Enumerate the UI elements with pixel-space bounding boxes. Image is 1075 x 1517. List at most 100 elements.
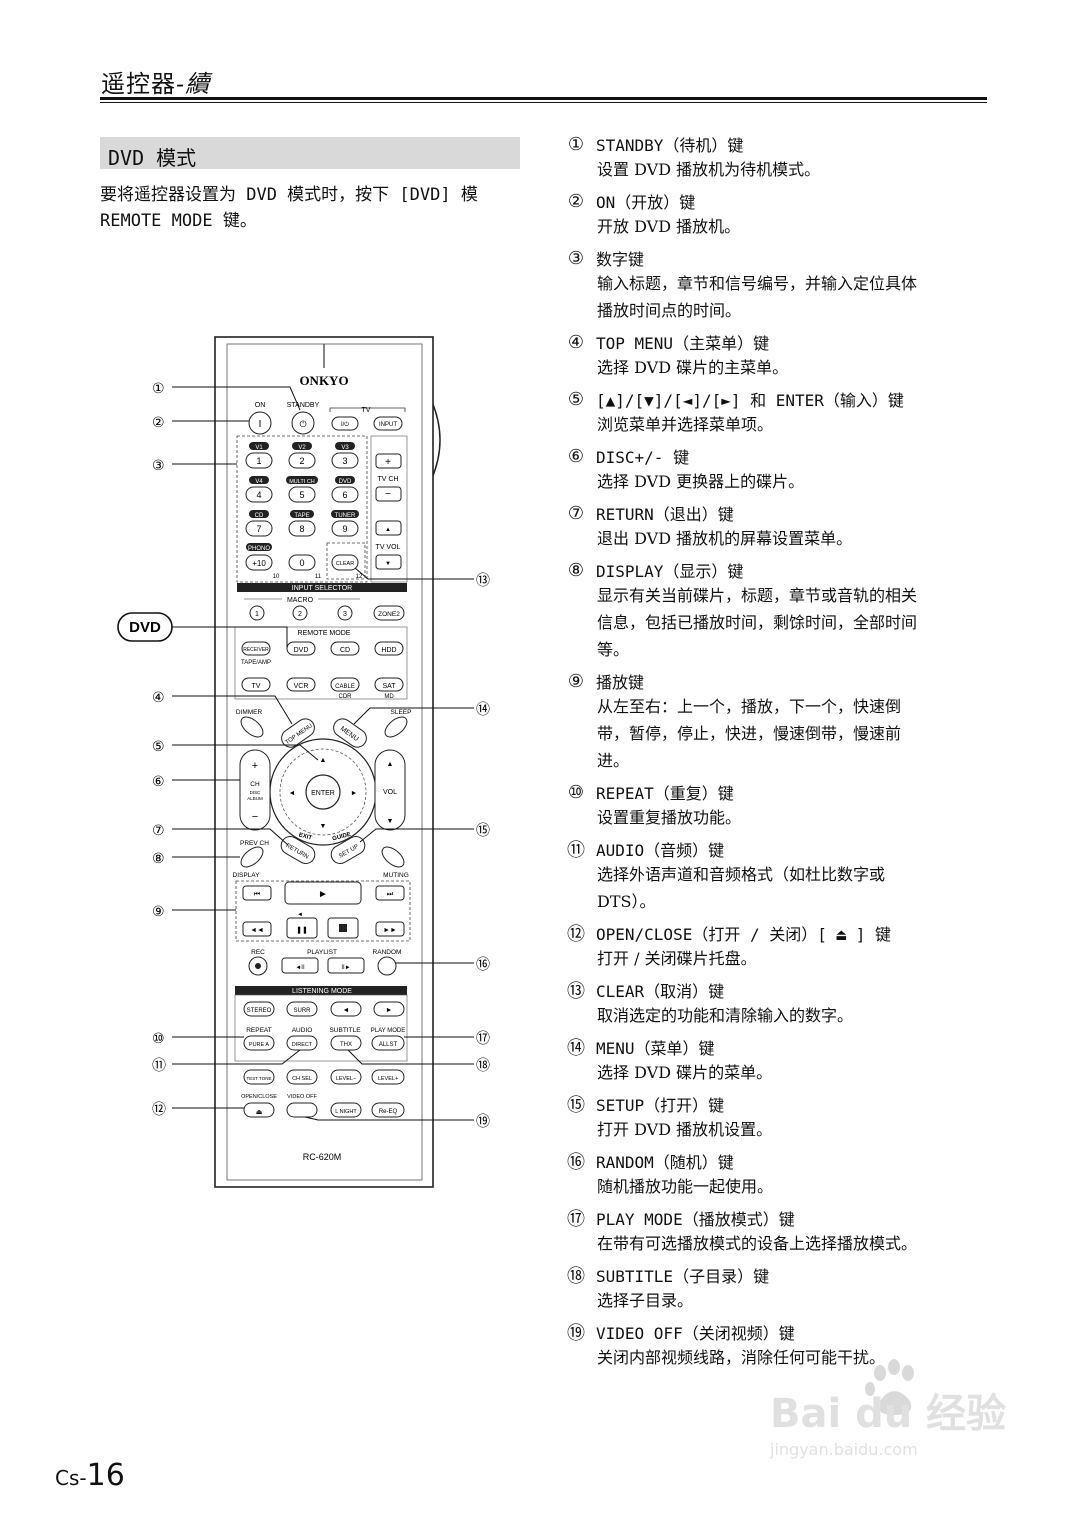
- tv-input-button[interactable]: [373, 416, 403, 431]
- svg-text:3: 3: [343, 611, 347, 618]
- top-menu-button[interactable]: [278, 715, 318, 750]
- number-button-7[interactable]: [245, 520, 273, 537]
- svg-text:▲: ▲: [387, 761, 394, 768]
- number-button-9[interactable]: [331, 520, 359, 537]
- svg-text:▲: ▲: [320, 757, 327, 764]
- mode-right-button[interactable]: [373, 1001, 405, 1017]
- tv-power-button[interactable]: [331, 416, 359, 431]
- key-title: CLEAR（取消）键: [596, 982, 725, 1001]
- test-tone-button[interactable]: [243, 1069, 275, 1085]
- random-button[interactable]: [377, 956, 397, 976]
- return-button[interactable]: [278, 833, 318, 867]
- open-close-button[interactable]: [243, 1102, 275, 1118]
- section-intro-line-1: 要将遥控器设置为 DVD 模式时，按下 [DVD] 模: [100, 185, 478, 205]
- key-description: 设置重复播放功能。: [597, 804, 996, 831]
- mode-tv-button[interactable]: [241, 677, 271, 692]
- standby-button[interactable]: [291, 411, 315, 435]
- number-button-2[interactable]: [288, 452, 316, 469]
- key-number-badge: ⑪: [567, 840, 585, 861]
- clear-button[interactable]: [331, 554, 359, 571]
- fast-forward-button[interactable]: [375, 921, 405, 937]
- mode-dvd-button[interactable]: [286, 641, 316, 656]
- pause-button[interactable]: [286, 917, 318, 939]
- play-button[interactable]: [284, 881, 362, 905]
- on-button[interactable]: [248, 411, 272, 435]
- number-button-3[interactable]: [331, 452, 359, 469]
- callout-19: ⑲: [476, 1114, 490, 1130]
- re-eq-button[interactable]: [371, 1102, 405, 1118]
- label-12: 12: [356, 574, 363, 580]
- repeat-button[interactable]: [243, 1035, 275, 1051]
- enter-button[interactable]: [305, 774, 341, 810]
- subtitle-button[interactable]: [330, 1035, 362, 1051]
- play-mode-button[interactable]: [371, 1035, 405, 1051]
- rewind-button[interactable]: [242, 921, 272, 937]
- tv-vol-up-button[interactable]: [375, 520, 402, 536]
- key-title: 播放键: [596, 673, 645, 692]
- number-button-0[interactable]: [288, 554, 316, 571]
- key-number-badge: ⑥: [567, 445, 585, 467]
- key-description: 输入标题，章节和信号编号，并输入定位具体播放时间点的时间。: [597, 270, 996, 324]
- next-track-button[interactable]: [375, 885, 405, 901]
- sleep-button[interactable]: [382, 713, 411, 740]
- muting-button[interactable]: [379, 843, 408, 870]
- key-title: SUBTITLE（子目录）键: [596, 1267, 770, 1286]
- l-night-button[interactable]: [330, 1102, 362, 1118]
- number-button-1[interactable]: [245, 452, 273, 469]
- vol-rocker[interactable]: [374, 749, 406, 831]
- page-number-prefix: Cs-: [55, 1466, 87, 1490]
- watermark-brand: Bai du 经验: [770, 1391, 1006, 1437]
- mode-receiver-button[interactable]: [241, 641, 271, 656]
- playlist-next-button[interactable]: [327, 957, 365, 974]
- number-button-4[interactable]: [245, 486, 273, 503]
- section-title: DVD 模式: [108, 146, 197, 170]
- stereo-button[interactable]: [243, 1001, 275, 1017]
- key-title: STANDBY（待机）键: [596, 136, 744, 155]
- number-button-5[interactable]: [288, 486, 316, 503]
- level-plus-button[interactable]: [371, 1069, 405, 1085]
- key-title: [▲]/[▼]/[◄]/[►] 和 ENTER（输入）键: [596, 391, 904, 410]
- number-button-8[interactable]: [288, 520, 316, 537]
- prev-track-button[interactable]: [242, 885, 272, 901]
- playlist-prev-button[interactable]: [281, 957, 319, 974]
- ch-sel-button[interactable]: [286, 1069, 318, 1085]
- tv-ch-up-button[interactable]: [375, 453, 402, 469]
- macro-1-button[interactable]: [249, 605, 265, 621]
- key-description: 设置 DVD 播放机为待机模式。: [597, 156, 996, 183]
- audio-button[interactable]: [286, 1035, 318, 1051]
- number-button-6[interactable]: [331, 486, 359, 503]
- zone2-button[interactable]: [373, 605, 405, 621]
- mode-hdd-button[interactable]: [374, 641, 404, 656]
- svg-text:◄II: ◄II: [295, 965, 305, 971]
- prev-ch-button[interactable]: [238, 843, 267, 870]
- mode-cable-button[interactable]: [330, 677, 360, 692]
- key-number-badge: ⑩: [567, 781, 585, 803]
- level-minus-button[interactable]: [330, 1069, 362, 1085]
- tv-ch-down-button[interactable]: [375, 486, 402, 502]
- mode-vcr-button[interactable]: [286, 677, 316, 692]
- callout-2: ②: [152, 415, 165, 431]
- ch-disc-rocker[interactable]: [239, 749, 271, 831]
- svg-text:▼: ▼: [387, 818, 394, 825]
- number-button-plus10[interactable]: [245, 554, 273, 571]
- setup-button[interactable]: [328, 833, 368, 867]
- surr-button[interactable]: [286, 1001, 318, 1017]
- mode-sat-button[interactable]: [374, 677, 404, 692]
- dimmer-button[interactable]: [238, 713, 267, 740]
- video-off-button[interactable]: [286, 1102, 318, 1118]
- macro-2-button[interactable]: [292, 605, 308, 621]
- label-tv: TV: [362, 407, 371, 414]
- label-11: 11: [315, 574, 322, 580]
- callout-7: ⑦: [152, 823, 165, 839]
- tv-vol-down-button[interactable]: [375, 554, 402, 570]
- macro-3-button[interactable]: [337, 605, 353, 621]
- key-title: PLAY MODE（播放模式）键: [596, 1210, 795, 1229]
- mode-cable-label: CABLE: [335, 684, 355, 690]
- mode-left-button[interactable]: [330, 1001, 362, 1017]
- mode-cd-button[interactable]: [330, 641, 360, 656]
- menu-button[interactable]: [330, 715, 370, 750]
